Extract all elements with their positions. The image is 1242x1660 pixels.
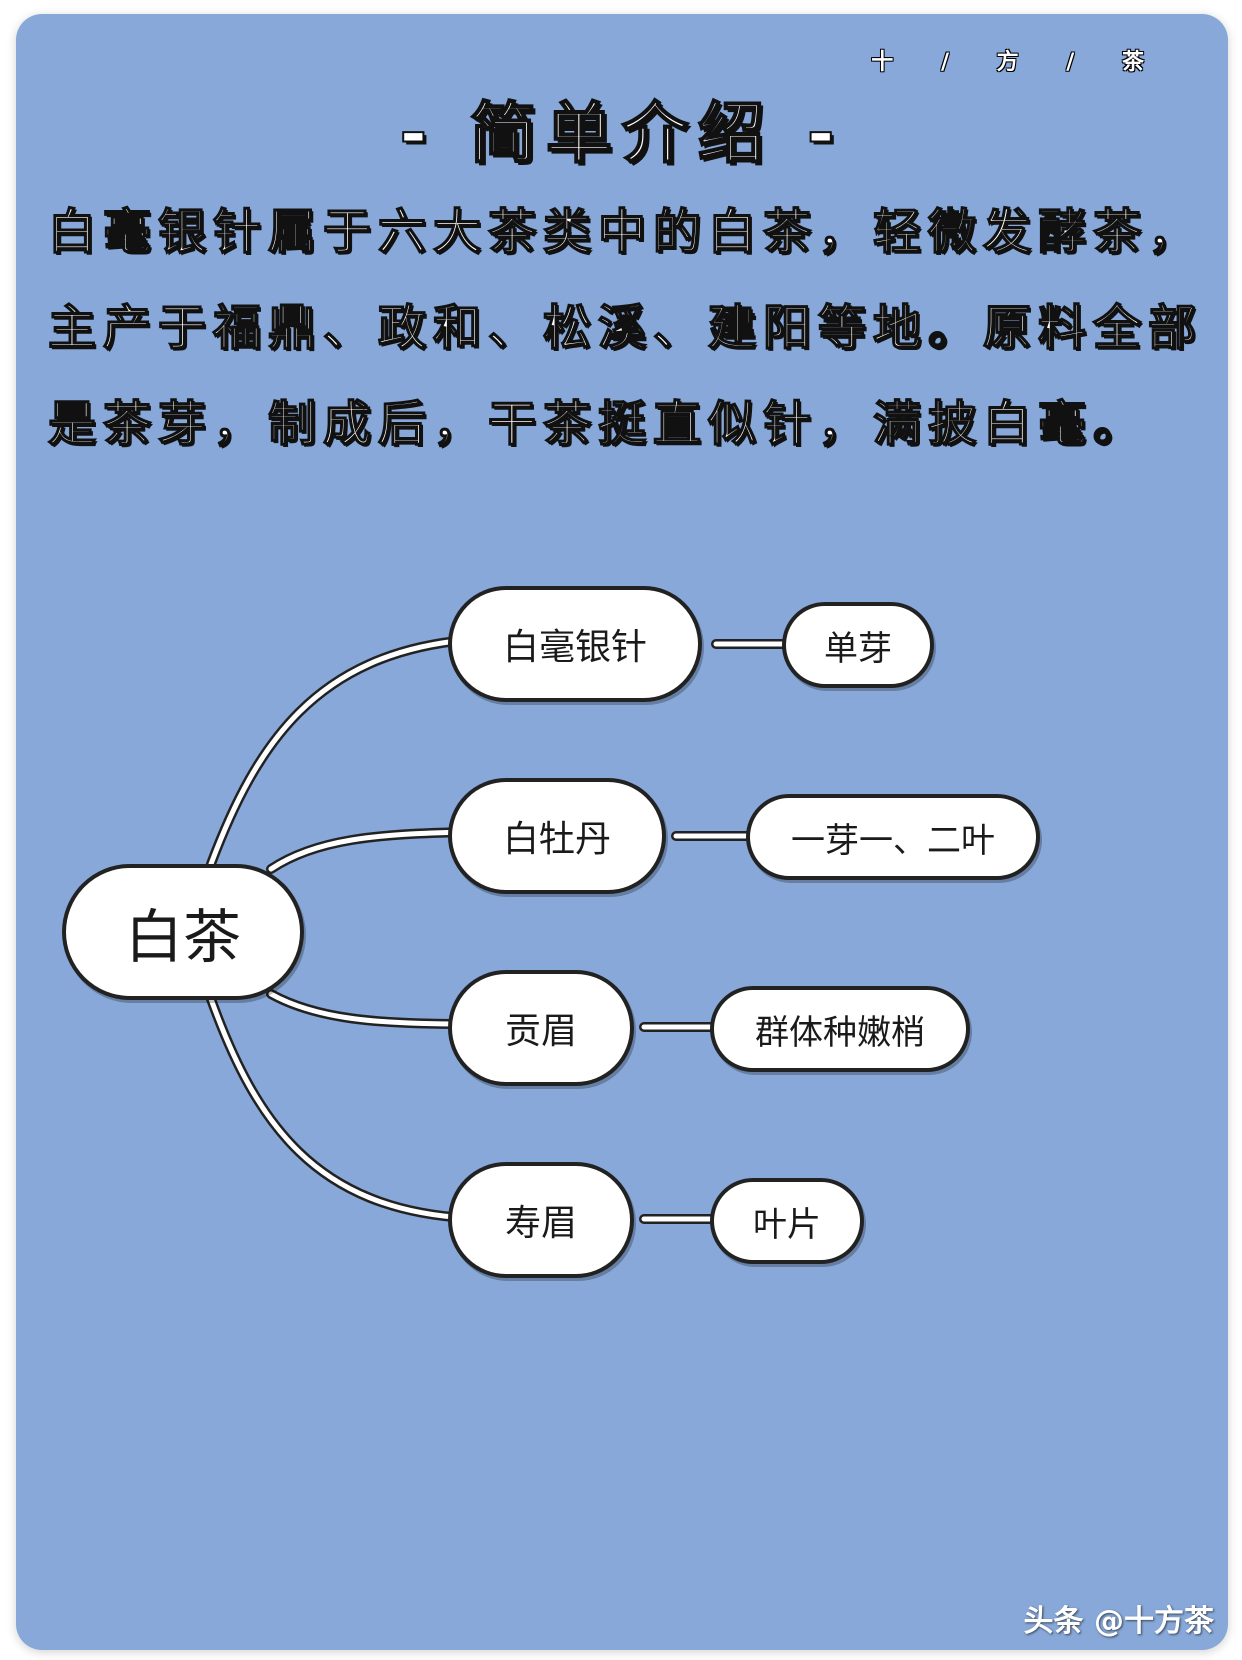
intro-paragraph: 白毫银针属于六大茶类中的白茶，轻微发酵茶，主产于福鼎、政和、松溪、建阳等地。原料… — [47, 203, 1204, 453]
source-watermark: 头条 @十方茶 — [1023, 1604, 1214, 1639]
leaf-node-gongmei: 群体种嫩梢 — [710, 986, 970, 1072]
branch-node-bai-mudan: 白牡丹 — [448, 778, 666, 894]
brand-mark: 十 / 方 / 茶 — [871, 50, 1164, 75]
leaf-node-bai-mudan: 一芽一、二叶 — [746, 794, 1040, 880]
branch-node-baihao-yinzhen: 白毫银针 — [448, 586, 702, 702]
connector-root-branch-4 — [206, 994, 471, 1223]
page-title: - 简单介绍 - — [399, 94, 845, 173]
leaf-node-shoumei: 叶片 — [710, 1178, 864, 1264]
branch-node-gongmei: 贡眉 — [448, 970, 634, 1086]
branch-node-shoumei: 寿眉 — [448, 1162, 634, 1278]
root-node: 白茶 — [62, 864, 304, 1000]
leaf-node-baihao-yinzhen: 单芽 — [782, 602, 934, 688]
info-card: 十 / 方 / 茶 - 简单介绍 - 白毫银针属于六大茶类中的白茶，轻微发酵茶，… — [16, 14, 1228, 1650]
